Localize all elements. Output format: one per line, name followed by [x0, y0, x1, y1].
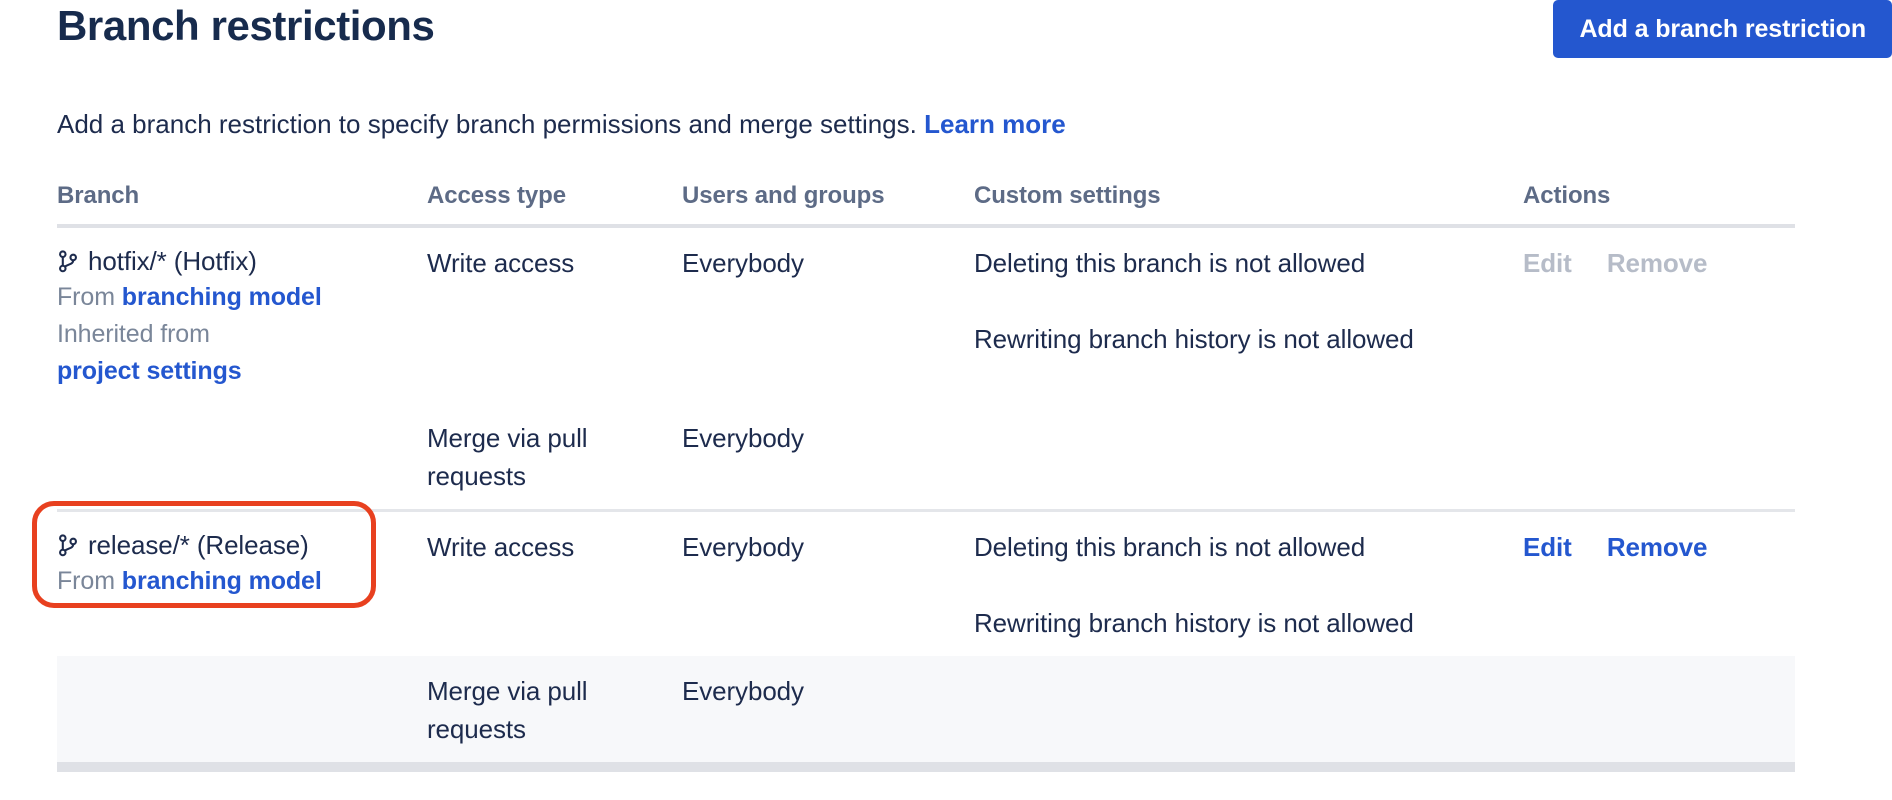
access-type-cell: Merge via pull requests	[427, 656, 682, 772]
custom-settings-cell: Deleting this branch is not allowed Rewr…	[974, 509, 1506, 656]
remove-link: Remove	[1606, 248, 1708, 278]
column-header-users-groups: Users and groups	[682, 182, 974, 228]
remove-link[interactable]: Remove	[1606, 532, 1708, 562]
branch-cell: hotfix/* (Hotfix) From branching model I…	[57, 226, 427, 403]
branch-cell	[57, 656, 427, 772]
access-type-label: Write access	[427, 532, 575, 562]
table-header: Branch Access type Users and groups Cust…	[57, 182, 1795, 228]
git-branch-icon	[57, 249, 79, 275]
actions-cell: Edit Remove	[1506, 226, 1795, 403]
table-row: Merge via pull requests Everybody	[57, 656, 1795, 772]
custom-setting-item: Rewriting branch history is not allowed	[974, 608, 1414, 638]
edit-link[interactable]: Edit	[1523, 532, 1572, 562]
users-groups-cell: Everybody	[682, 226, 974, 403]
users-groups-label: Everybody	[682, 423, 804, 453]
custom-setting-item: Rewriting branch history is not allowed	[974, 324, 1414, 354]
branch-inherited-prefix: Inherited from	[57, 320, 210, 348]
branching-model-link[interactable]: branching model	[121, 567, 322, 595]
branch-from: From branching model	[57, 280, 407, 315]
table-body: hotfix/* (Hotfix) From branching model I…	[57, 226, 1795, 772]
column-header-custom-settings: Custom settings	[974, 182, 1506, 228]
branch-name-label: release/* (Release)	[88, 530, 309, 560]
custom-settings-cell: Deleting this branch is not allowed Rewr…	[974, 226, 1506, 403]
intro-description: Add a branch restriction to specify bran…	[57, 109, 917, 139]
branch-name: hotfix/* (Hotfix)	[57, 244, 407, 278]
custom-setting-item: Deleting this branch is not allowed	[974, 248, 1366, 278]
branch-name: release/* (Release)	[57, 528, 407, 562]
column-header-access-type: Access type	[427, 182, 682, 228]
branch-from: From branching model	[57, 564, 407, 599]
table-header-row: Branch Access type Users and groups Cust…	[57, 182, 1795, 228]
branch-name-label: hotfix/* (Hotfix)	[88, 246, 257, 276]
users-groups-cell: Everybody	[682, 656, 974, 772]
table-row: release/* (Release) From branching model…	[57, 509, 1795, 656]
branch-cell: release/* (Release) From branching model	[57, 509, 427, 656]
branch-restrictions-table-wrapper: Branch Access type Users and groups Cust…	[57, 182, 1795, 772]
users-groups-label: Everybody	[682, 532, 804, 562]
access-type-cell: Write access	[427, 226, 682, 403]
intro-text: Add a branch restriction to specify bran…	[57, 107, 1066, 141]
access-type-label: Merge via pull requests	[427, 423, 588, 491]
add-branch-restriction-button[interactable]: Add a branch restriction	[1553, 0, 1892, 58]
edit-link: Edit	[1523, 248, 1572, 278]
custom-setting-item: Deleting this branch is not allowed	[974, 532, 1366, 562]
users-groups-label: Everybody	[682, 676, 804, 706]
actions-cell	[1506, 403, 1795, 511]
table-row: hotfix/* (Hotfix) From branching model I…	[57, 226, 1795, 403]
page-title: Branch restrictions	[57, 2, 435, 49]
column-header-branch: Branch	[57, 182, 427, 228]
access-type-cell: Write access	[427, 509, 682, 656]
access-type-cell: Merge via pull requests	[427, 403, 682, 511]
project-settings-link[interactable]: project settings	[57, 357, 242, 385]
custom-settings-cell	[974, 656, 1506, 772]
users-groups-cell: Everybody	[682, 403, 974, 511]
page-header: Branch restrictions Add a branch restric…	[0, 0, 1892, 62]
actions-cell	[1506, 656, 1795, 772]
table-row: Merge via pull requests Everybody	[57, 403, 1795, 511]
git-branch-icon	[57, 533, 79, 559]
actions-cell: Edit Remove	[1506, 509, 1795, 656]
learn-more-link[interactable]: Learn more	[924, 109, 1066, 139]
custom-settings-cell	[974, 403, 1506, 511]
branch-cell	[57, 403, 427, 511]
branch-restrictions-table: Branch Access type Users and groups Cust…	[57, 182, 1795, 772]
access-type-label: Merge via pull requests	[427, 676, 588, 744]
branching-model-link[interactable]: branching model	[121, 283, 322, 311]
branch-from-prefix: From	[57, 283, 115, 311]
branch-inherited-from: project settings	[57, 354, 407, 389]
users-groups-label: Everybody	[682, 248, 804, 278]
branch-from-prefix: From	[57, 567, 115, 595]
column-header-actions: Actions	[1506, 182, 1795, 228]
access-type-label: Write access	[427, 248, 575, 278]
users-groups-cell: Everybody	[682, 509, 974, 656]
